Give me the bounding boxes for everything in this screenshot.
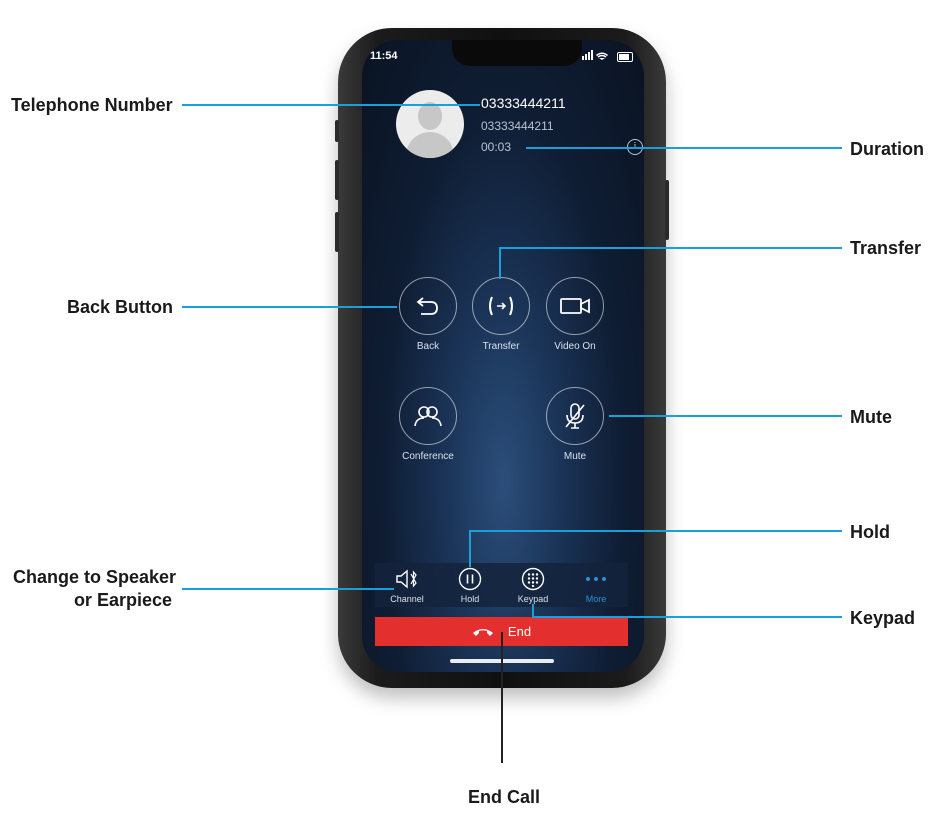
mute-button[interactable] [546,387,604,445]
label-duration: Duration [850,139,924,159]
pause-icon [458,567,482,591]
callout-line-telephone [182,104,480,106]
conference-label: Conference [402,451,454,462]
back-arrow-icon [416,297,438,315]
keypad-button[interactable]: Keypad [503,563,563,607]
callout-line-hold-h [470,530,842,532]
video-on-button[interactable] [546,277,604,335]
callout-line-keypad-v [532,604,534,617]
phone-volume-up [335,160,339,200]
video-on-label: Video On [554,341,596,352]
callout-line-hold-v [469,530,471,567]
phone-notch [452,40,582,66]
label-change-speaker: Change to Speaker or Earpiece [13,566,177,611]
callout-line-end-call [501,632,503,763]
more-dots-icon [586,577,606,581]
conference-icon [414,406,442,427]
caller-name: 03333444211 [481,95,566,111]
transfer-label: Transfer [482,341,520,352]
signal-wifi-icon [582,50,612,63]
label-back-button: Back Button [67,297,174,317]
transfer-icon [489,296,513,316]
label-telephone-number: Telephone Number [11,95,173,115]
video-camera-icon [560,298,590,314]
channel-label: Channel [390,594,424,604]
status-time: 11:54 [370,50,398,62]
callout-line-transfer-v [499,247,501,279]
caller-number: 03333444211 [481,119,554,133]
label-hold: Hold [850,522,890,542]
keypad-icon [521,567,545,591]
keypad-label: Keypad [517,594,549,604]
callout-line-back [182,306,397,308]
mute-label: Mute [563,451,587,462]
callout-line-transfer-h [500,247,842,249]
back-label: Back [416,341,440,352]
callout-line-channel [182,588,394,590]
label-mute: Mute [850,407,892,427]
phone-volume-down [335,212,339,252]
callout-line-mute [609,415,842,417]
label-keypad: Keypad [850,608,916,628]
battery-icon [617,52,633,62]
more-label: More [585,594,607,604]
hold-button[interactable]: Hold [440,563,500,607]
phone-hangup-icon [472,628,493,636]
channel-button[interactable]: Channel [377,563,437,607]
call-toolbar: Channel Hold Keypad More [375,563,628,607]
phone-side-button [335,120,339,142]
label-end-call: End Call [468,787,541,807]
call-duration: 00:03 [481,140,512,154]
callout-line-keypad-h [532,616,842,618]
callout-line-duration [526,147,842,149]
more-button[interactable]: More [566,563,626,607]
microphone-off-icon [565,403,585,429]
avatar [396,90,464,158]
phone-power-button [665,180,669,240]
end-call-label: End [507,624,532,639]
speaker-bluetooth-icon [396,569,417,589]
label-change-speaker-line2: or Earpiece [73,590,172,610]
label-transfer: Transfer [850,238,922,258]
label-change-speaker-line1: Change to Speaker [13,567,177,587]
transfer-button[interactable] [472,277,530,335]
conference-button[interactable] [399,387,457,445]
hold-label: Hold [460,594,480,604]
back-button[interactable] [399,277,457,335]
